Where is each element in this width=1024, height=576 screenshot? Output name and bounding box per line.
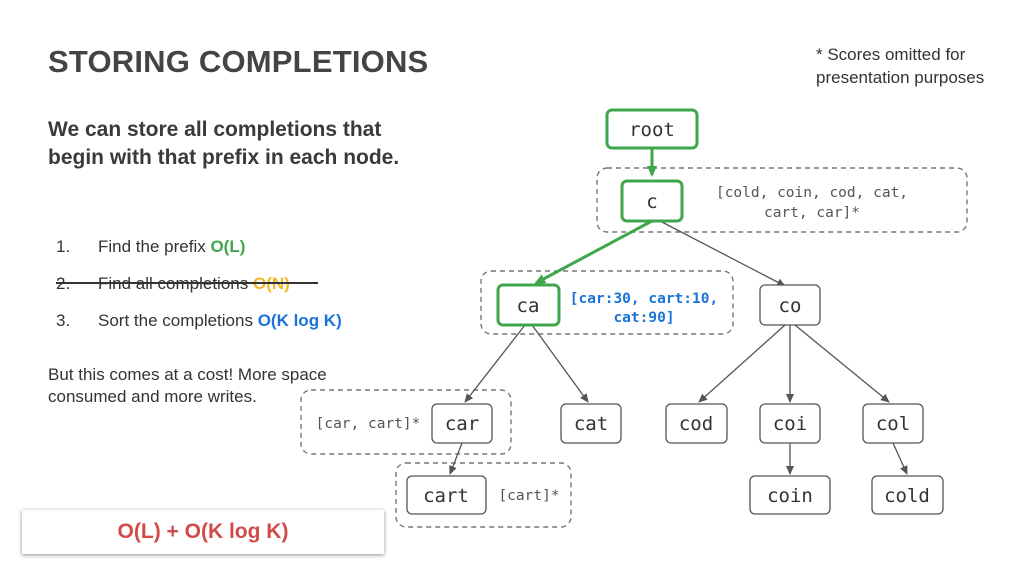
node-coin: coin xyxy=(749,475,831,515)
edge-ca-cat xyxy=(531,324,589,403)
edge-car-cart xyxy=(449,442,463,475)
cart-completions: [cart]* xyxy=(498,488,559,504)
node-cat-label: cat xyxy=(574,413,608,435)
step-2-text: Find all completions xyxy=(98,274,253,293)
node-cold: cold xyxy=(871,475,944,515)
node-cold-label: cold xyxy=(884,485,930,507)
c-annotation-region xyxy=(596,167,968,233)
edge-ca-car xyxy=(464,324,526,403)
node-c-label: c xyxy=(646,191,657,213)
node-car: car xyxy=(431,403,493,444)
step-2: 2. Find all completions O(N) xyxy=(56,273,342,310)
c-completions-line1: [cold, coin, cod, cat, xyxy=(716,185,908,201)
node-ca: ca xyxy=(496,283,561,327)
node-coi-label: coi xyxy=(773,413,807,435)
node-col: col xyxy=(862,403,924,444)
node-root-label: root xyxy=(629,119,675,141)
node-ca-label: ca xyxy=(517,295,540,317)
step-3-number: 3. xyxy=(56,311,71,330)
slide-title: STORING COMPLETIONS xyxy=(48,44,429,79)
node-cod-label: cod xyxy=(679,413,713,435)
step-3-cost: O(K log K) xyxy=(257,311,342,330)
steps-list: 1. Find the prefix O(L) 2. Find all comple… xyxy=(56,236,342,347)
edge-c-ca xyxy=(534,219,653,285)
node-cat: cat xyxy=(560,403,622,444)
step-1: 1. Find the prefix O(L) xyxy=(56,236,342,273)
ca-completions-line1: [car:30, cart:10, xyxy=(570,291,718,307)
car-annotation-region xyxy=(300,389,512,455)
node-coi: coi xyxy=(759,403,821,444)
step-2-number: 2. xyxy=(56,274,71,293)
result-box: O(L) + O(K log K) xyxy=(22,510,384,554)
node-cod: cod xyxy=(665,403,728,444)
edge-co-col xyxy=(794,324,890,403)
node-coin-label: coin xyxy=(767,485,813,507)
cart-annotation-region xyxy=(395,462,572,528)
scores-note: * Scores omitted for presentation purpos… xyxy=(816,45,985,87)
edge-col-cold xyxy=(892,442,908,475)
node-cart-label: cart xyxy=(423,485,469,507)
edge-co-cod xyxy=(698,324,786,403)
node-col-label: col xyxy=(876,413,910,435)
node-root: root xyxy=(605,108,699,150)
node-cart: cart xyxy=(406,475,487,515)
step-1-cost: O(L) xyxy=(210,237,246,256)
step-2-cost: O(N) xyxy=(252,274,290,293)
ca-completions-line2: cat:90] xyxy=(613,310,674,326)
node-c: c xyxy=(620,179,684,223)
car-completions: [car, cart]* xyxy=(316,416,421,432)
step-3: 3. Sort the completions O(K log K) xyxy=(56,310,342,347)
step-2-strikethrough xyxy=(56,282,318,284)
node-co-label: co xyxy=(779,295,802,317)
c-completions-line2: cart, car]* xyxy=(764,205,860,221)
step-1-text: Find the prefix xyxy=(98,237,211,256)
edge-c-co xyxy=(659,220,786,287)
lead-text: We can store all completions that begin … xyxy=(48,118,400,169)
cost-note: But this comes at a cost! More space con… xyxy=(48,365,327,406)
node-co: co xyxy=(759,284,821,326)
node-car-label: car xyxy=(445,413,479,435)
step-1-number: 1. xyxy=(56,237,71,256)
result-formula: O(L) + O(K log K) xyxy=(117,520,289,543)
step-3-text: Sort the completions xyxy=(98,311,258,330)
